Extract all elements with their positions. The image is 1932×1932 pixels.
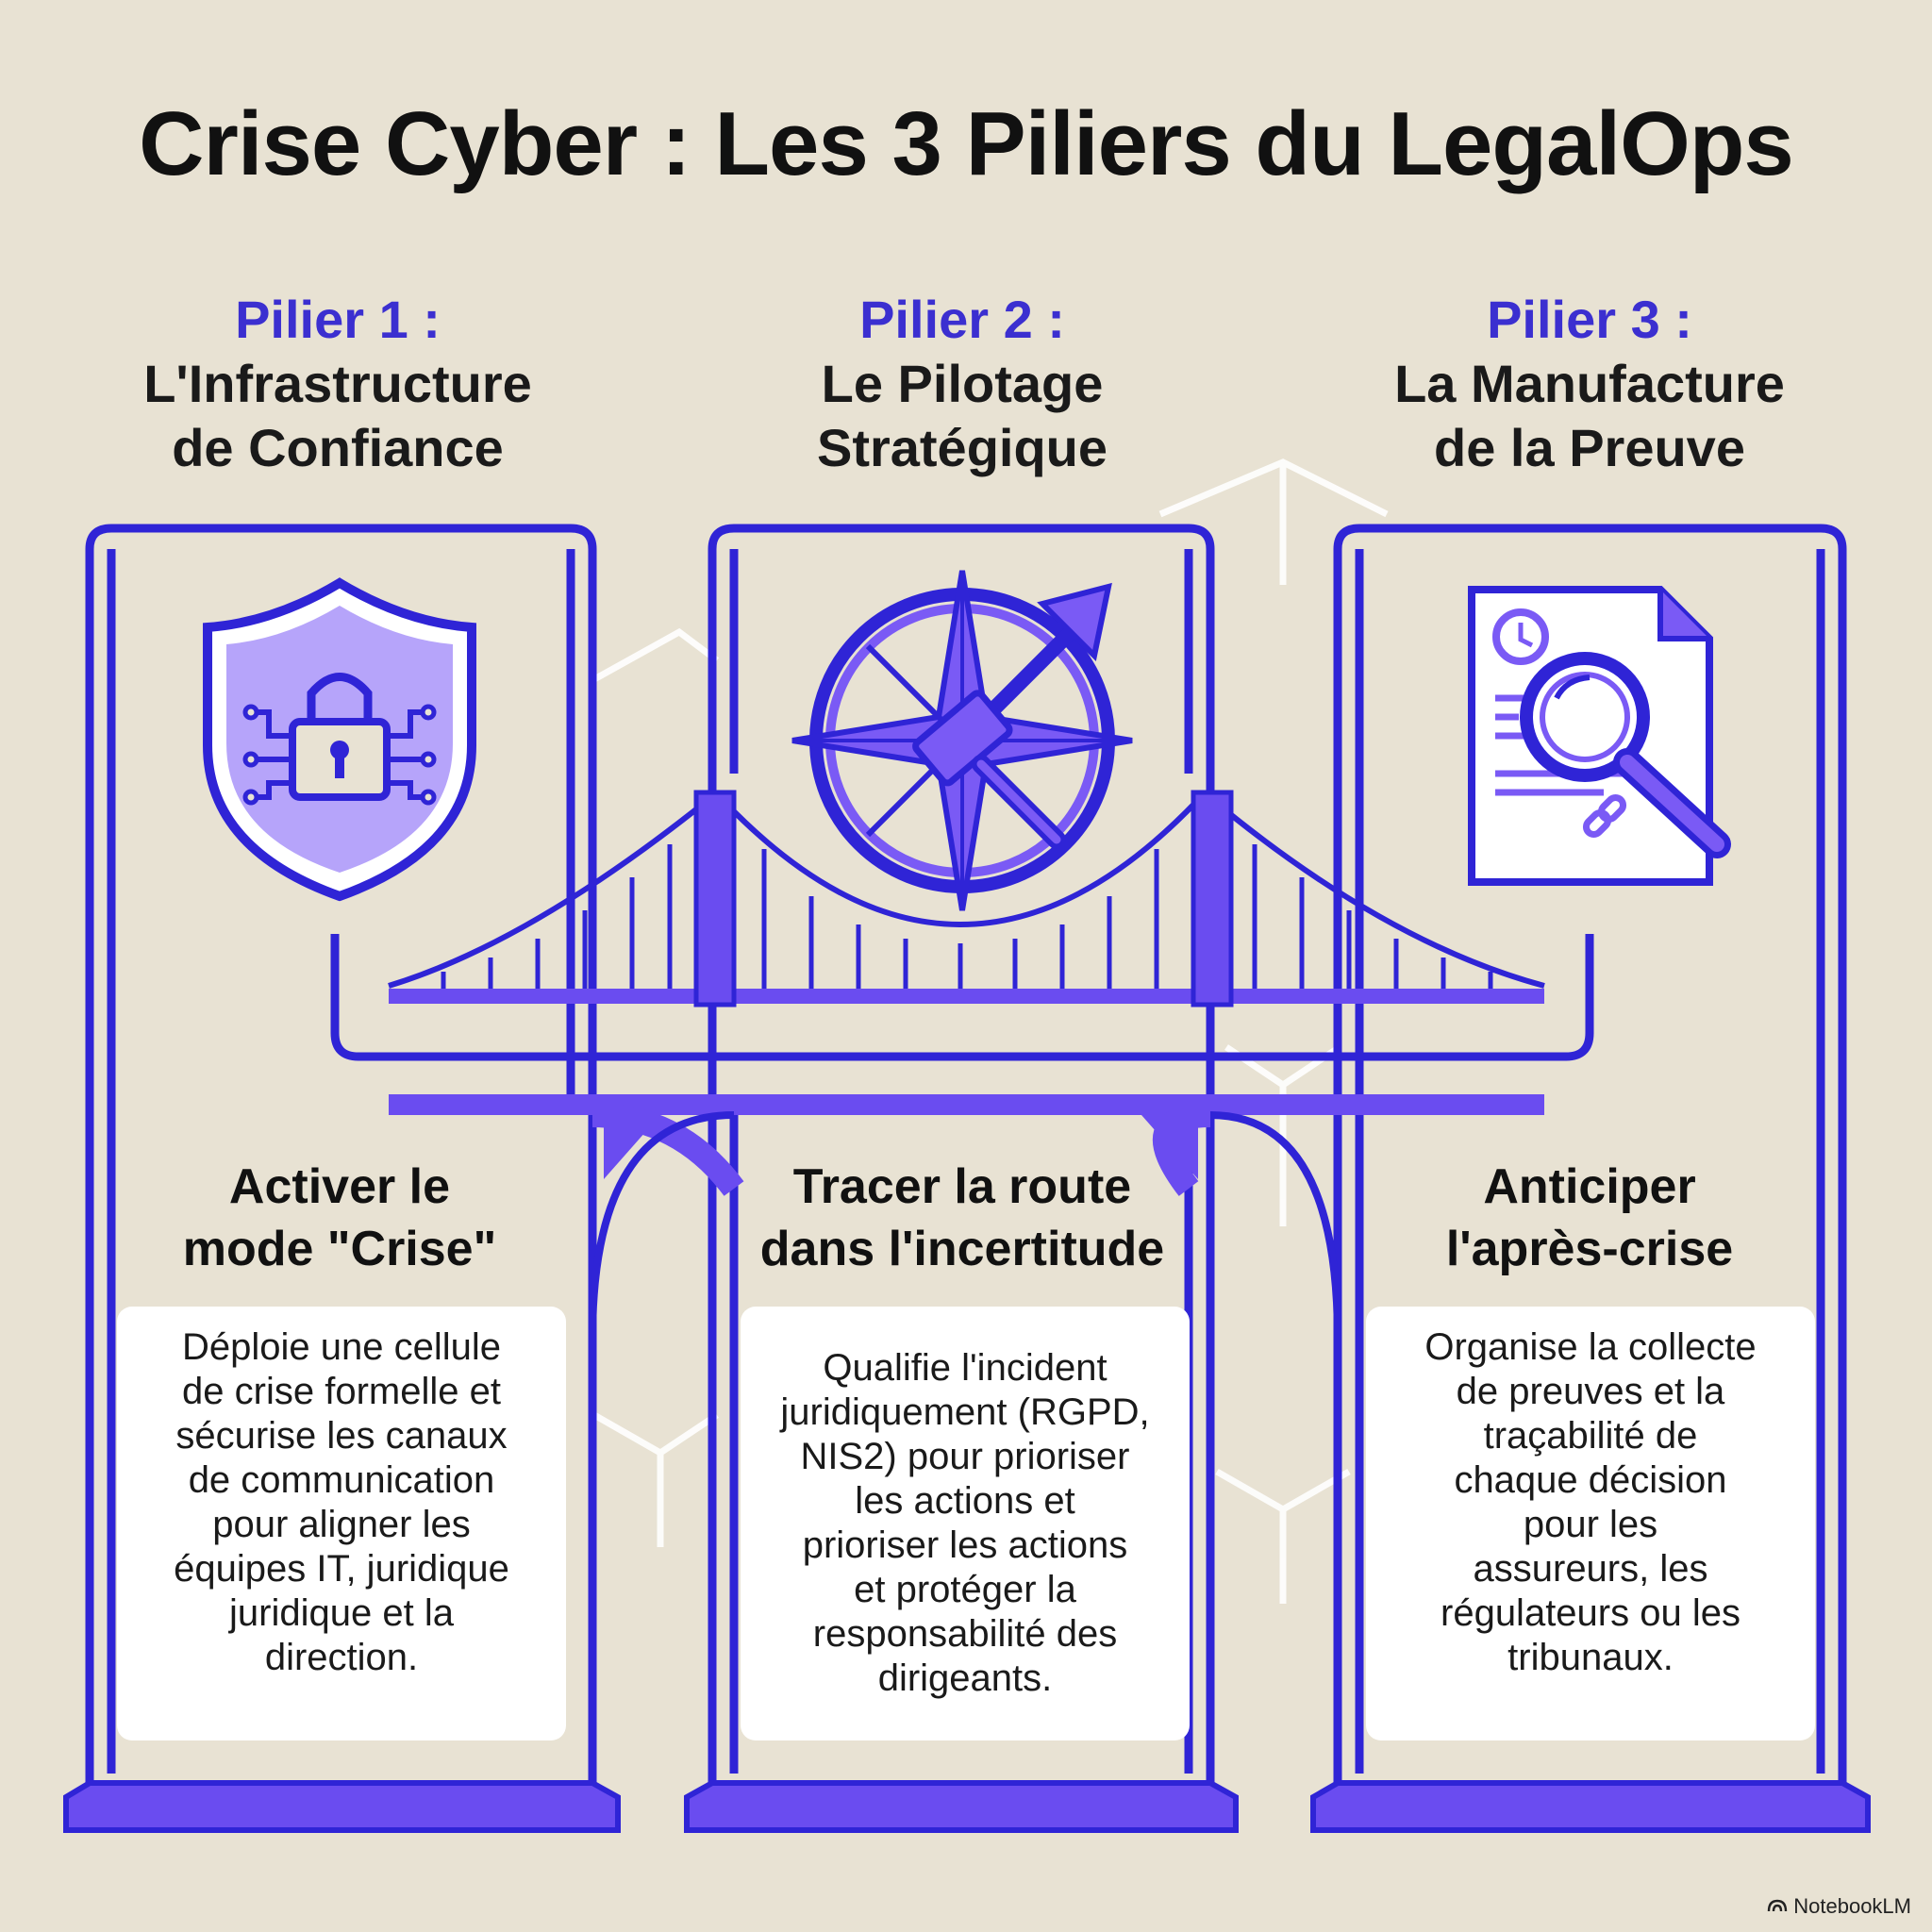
pillar-2-tagline-line1: Tracer la route <box>792 1159 1132 1214</box>
pillar-1-heading: Pilier 1 : L'Infrastructure de Confiance <box>74 288 602 480</box>
pillar-1-name-line1: L'Infrastructure <box>143 354 532 413</box>
pedestals <box>63 1780 1871 1833</box>
pillar-1-number: Pilier 1 : <box>235 290 441 349</box>
pillar-2-heading: Pilier 2 : Le Pilotage Stratégique <box>698 288 1226 480</box>
pedestal-2 <box>684 1780 1239 1833</box>
page-title: Crise Cyber : Les 3 Piliers du LegalOps <box>139 93 1794 194</box>
shield-lock-icon <box>203 577 476 902</box>
pillar-3-number: Pilier 3 : <box>1487 290 1692 349</box>
pedestal-3 <box>1310 1780 1871 1833</box>
footer-label: NotebookLM <box>1793 1894 1911 1918</box>
bridge <box>388 790 1545 1341</box>
pillar-2-description: Qualifie l'incident juridiquement (RGPD,… <box>780 1347 1150 1699</box>
pillar-1-tagline-line1: Activer le <box>228 1159 451 1214</box>
pillar-2-name-line2: Stratégique <box>816 418 1108 477</box>
pillar-2-description-box: Qualifie l'incident juridiquement (RGPD,… <box>741 1307 1190 1740</box>
footer-watermark: NotebookLM <box>1767 1894 1911 1919</box>
pillar-1-name-line2: de Confiance <box>172 418 504 477</box>
pillar-1-description: Déploie une cellule de crise formelle et… <box>174 1326 509 1678</box>
compass-gavel-icon <box>791 570 1133 911</box>
pillar-3-description-box: Organise la collecte de preuves et la tr… <box>1366 1307 1815 1740</box>
pillar-1-description-box: Déploie une cellule de crise formelle et… <box>117 1307 566 1740</box>
pillar-3-tagline: Anticiper l'après-crise <box>1344 1156 1835 1280</box>
document-magnifier-icon <box>1468 586 1731 886</box>
pillar-1-frame <box>85 524 597 1788</box>
pillar-2-number: Pilier 2 : <box>859 290 1065 349</box>
pillar-1-tagline-line2: mode "Crise" <box>182 1222 497 1276</box>
pillar-2-tagline: Tracer la route dans l'incertitude <box>717 1156 1208 1280</box>
pillar-3-frame <box>1333 524 1847 1788</box>
pillar-2-tagline-line2: dans l'incertitude <box>759 1222 1165 1276</box>
pillar-2-name-line1: Le Pilotage <box>821 354 1104 413</box>
pedestal-1 <box>63 1780 621 1833</box>
pillar-3-tagline-line2: l'après-crise <box>1445 1222 1734 1276</box>
pillar-3-description: Organise la collecte de preuves et la tr… <box>1424 1326 1757 1678</box>
pillar-3-name-line2: de la Preuve <box>1434 418 1745 477</box>
pillar-3-name-line1: La Manufacture <box>1394 354 1785 413</box>
pillar-3-tagline-line1: Anticiper <box>1483 1159 1696 1214</box>
pillar-2-frame <box>708 524 1215 1788</box>
pillar-1-tagline: Activer le mode "Crise" <box>94 1156 585 1280</box>
notebooklm-logo-icon <box>1767 1894 1788 1919</box>
pillar-3-heading: Pilier 3 : La Manufacture de la Preuve <box>1325 288 1854 480</box>
